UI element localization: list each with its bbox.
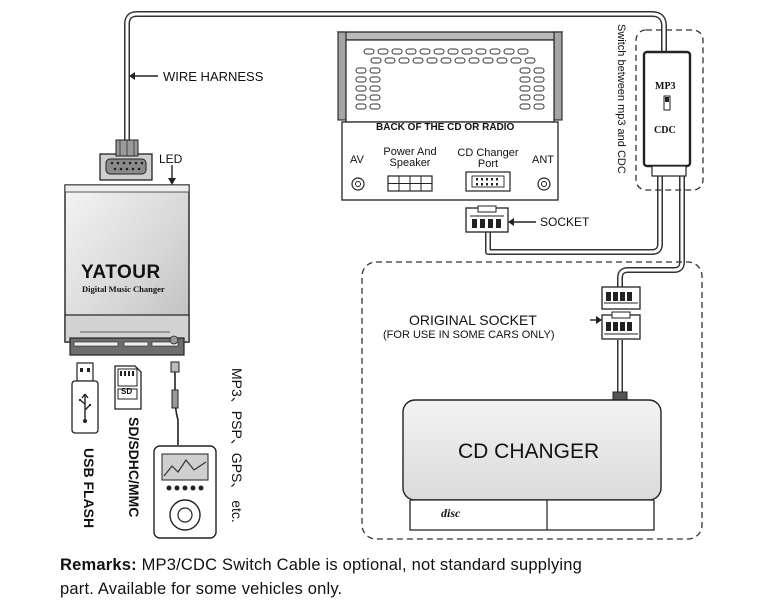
yatour-tagline: Digital Music Changer: [82, 284, 165, 294]
sd-card: [114, 365, 142, 410]
switch-cdc-label: CDC: [654, 125, 676, 136]
original-socket-note: (FOR USE IN SOME CARS ONLY): [383, 329, 555, 341]
back-of-radio-label: BACK OF THE CD OR RADIO: [376, 122, 515, 133]
usb-flash-label: USB FLASH: [81, 448, 97, 529]
av-label: AV: [350, 154, 364, 166]
switch-description: Switch between mp3 and CDC: [615, 24, 627, 174]
mp3-player: [153, 361, 217, 539]
power-speaker-label-1: Power And: [383, 146, 437, 158]
led-label: LED: [159, 152, 183, 166]
cd-changer-label: CD CHANGER: [458, 440, 600, 463]
usb-icon: [79, 393, 91, 420]
mp3-cdc-switch: [642, 50, 692, 177]
switch-dashed-box: [635, 29, 704, 191]
cd-changer-port-label-2: Port: [477, 158, 499, 170]
original-socket-plugs: [590, 286, 641, 340]
compact-disc-logo: disc: [441, 506, 461, 520]
usb-flash-drive: [71, 362, 99, 434]
socket-label: SOCKET: [540, 215, 590, 229]
original-socket-label: ORIGINAL SOCKET: [409, 312, 537, 328]
radio-back-panel: [336, 31, 564, 201]
cd-changer: [402, 399, 662, 531]
cd-changer-dashed-box: [361, 261, 703, 540]
yatour-device: [64, 72, 190, 356]
wire-harness-label: WIRE HARNESS: [163, 69, 264, 84]
power-speaker-label-2: Speaker: [389, 157, 431, 169]
socket-plug: [465, 205, 536, 233]
cd-changer-port-label-1: CD Changer: [457, 147, 519, 159]
sd-logo: SD: [121, 387, 133, 396]
sd-card-label: SD/SDHC/MMC: [126, 417, 142, 518]
remarks-line-2: part. Available for some vehicles only.: [60, 580, 343, 598]
yatour-logo: YATOUR: [81, 262, 161, 283]
remarks-note: Remarks: MP3/CDC Switch Cable is optiona…: [60, 553, 710, 601]
remarks-prefix: Remarks:: [60, 556, 137, 574]
mp3-devices-label: MP3、PSP、GPS、 etc.: [229, 368, 245, 523]
switch-mp3-label: MP3: [655, 81, 676, 92]
ant-label: ANT: [532, 154, 554, 166]
remarks-line-1: MP3/CDC Switch Cable is optional, not st…: [136, 556, 583, 574]
